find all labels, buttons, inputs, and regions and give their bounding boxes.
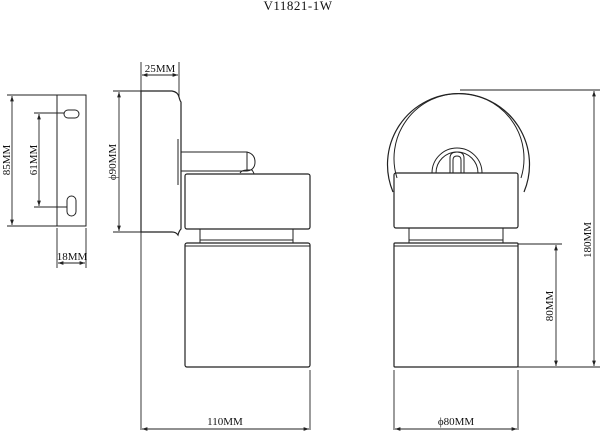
dim-label-110mm: 110MM bbox=[207, 416, 243, 428]
drawing-title: V11821-1W bbox=[263, 0, 332, 13]
canopy-outer-circle bbox=[431, 147, 483, 174]
dim-label-18mm: 18MM bbox=[57, 251, 88, 263]
mounting-slot-bottom bbox=[66, 195, 77, 217]
front-head-body bbox=[393, 172, 519, 229]
dim-label-180mm: 180MM bbox=[582, 222, 594, 258]
front-view: 80MM 180MM ϕ80MM bbox=[386, 89, 600, 431]
backplate-profile bbox=[140, 90, 182, 237]
dim-label-80mm-diameter: ϕ80MM bbox=[438, 416, 475, 428]
mounting-slot-top bbox=[63, 109, 80, 119]
dim-label-90mm: ϕ90MM bbox=[107, 144, 119, 181]
arm bbox=[181, 151, 256, 172]
wall-plate-view: 85MM 61MM 18MM bbox=[1, 94, 88, 268]
front-neck-ring bbox=[408, 227, 504, 244]
joint bbox=[239, 169, 255, 175]
dim-label-85mm: 85MM bbox=[1, 145, 13, 176]
knuckle bbox=[449, 151, 465, 173]
dim-label-25mm: 25MM bbox=[145, 63, 176, 75]
shade-body bbox=[184, 242, 311, 368]
backplate-inner-circle bbox=[393, 93, 525, 179]
dim-label-61mm: 61MM bbox=[28, 145, 40, 176]
neck-ring bbox=[199, 228, 294, 244]
front-shade-body bbox=[393, 242, 519, 368]
canopy-inner-circle bbox=[435, 151, 479, 174]
backplate-outer-circle bbox=[386, 93, 531, 193]
dim-label-80mm-height: 80MM bbox=[544, 291, 556, 322]
head-body bbox=[184, 173, 311, 230]
wall-plate-outline bbox=[56, 94, 87, 227]
side-view: 25MM ϕ90MM 110MM bbox=[107, 62, 311, 431]
